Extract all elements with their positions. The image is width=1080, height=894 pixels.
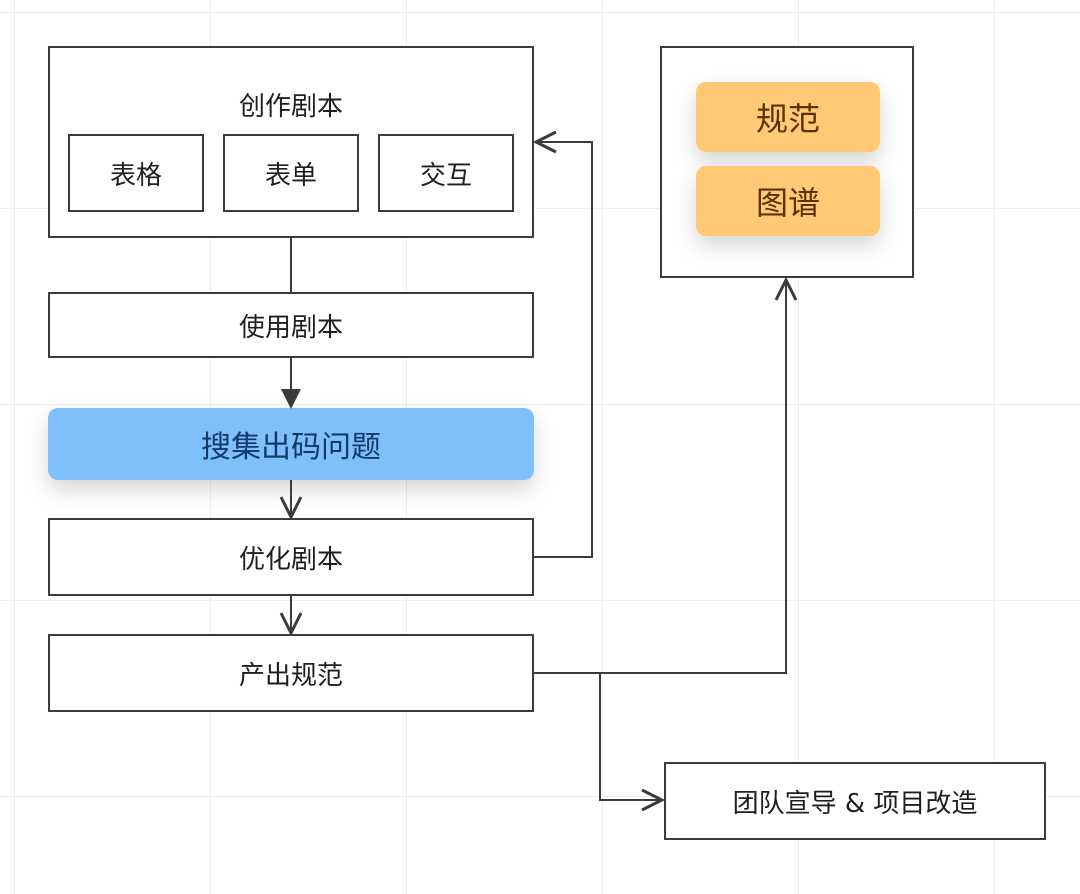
connector-produce-to-team <box>599 673 662 800</box>
table-node[interactable]: 表格 <box>68 134 204 212</box>
use-script-label: 使用剧本 <box>238 312 343 343</box>
connector-produce-to-output <box>534 280 786 674</box>
team-promotion-node[interactable]: 团队宣导 & 项目改造 <box>664 762 1046 840</box>
spec-output-label: 规范 <box>755 100 820 138</box>
table-node-label: 表格 <box>109 160 162 191</box>
interaction-node[interactable]: 交互 <box>378 134 514 212</box>
form-node-label: 表单 <box>264 160 317 191</box>
collect-issues-label: 搜集出码问题 <box>201 430 381 465</box>
create-script-group[interactable]: 创作剧本 表格 表单 交互 <box>48 46 534 238</box>
graph-output-node[interactable]: 图谱 <box>696 166 880 236</box>
produce-spec-node[interactable]: 产出规范 <box>48 634 534 712</box>
team-promotion-label: 团队宣导 & 项目改造 <box>732 788 978 819</box>
collect-issues-node[interactable]: 搜集出码问题 <box>48 408 534 480</box>
use-script-node[interactable]: 使用剧本 <box>48 292 534 358</box>
produce-spec-label: 产出规范 <box>238 660 343 691</box>
connector-optimize-feedback <box>534 142 593 558</box>
optimize-script-node[interactable]: 优化剧本 <box>48 518 534 596</box>
create-script-title: 创作剧本 <box>238 92 343 122</box>
graph-output-label: 图谱 <box>755 184 820 222</box>
form-node[interactable]: 表单 <box>223 134 359 212</box>
optimize-script-label: 优化剧本 <box>238 544 343 575</box>
spec-output-node[interactable]: 规范 <box>696 82 880 152</box>
output-group[interactable]: 规范 图谱 <box>660 46 914 278</box>
interaction-node-label: 交互 <box>419 160 472 191</box>
